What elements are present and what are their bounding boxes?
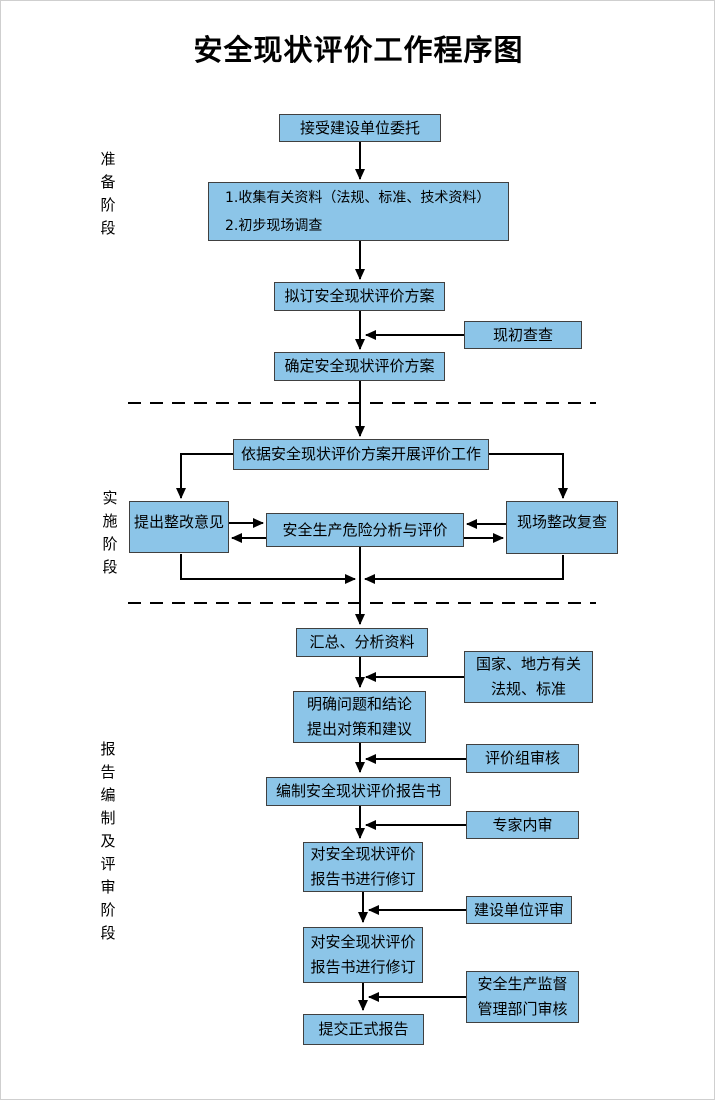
node-revise-report-2: 对安全现状评价 报告书进行修订 (303, 927, 423, 983)
arrow-carryout-to-recheck (489, 453, 568, 499)
page-title: 安全现状评价工作程序图 (193, 33, 524, 67)
node-accept-commission: 接受建设单位委托 (279, 114, 441, 142)
node-laws-standards: 国家、地方有关 法规、标准 (464, 651, 593, 703)
phase-label-preparation: 准 备 阶 段 (100, 150, 116, 237)
node-authority-review: 安全生产监督 管理部门审核 (466, 971, 579, 1023)
node-collect-materials: 1.收集有关资料（法规、标准、技术资料） 2.初步现场调查 (208, 182, 509, 241)
phase-divider-lines (128, 402, 596, 604)
node-site-rectification-recheck: 现场整改复查 (506, 501, 618, 554)
node-client-review: 建设单位评审 (466, 896, 572, 924)
node-clarify-conclusions: 明确问题和结论 提出对策和建议 (293, 691, 426, 743)
node-compile-report: 编制安全现状评价报告书 (266, 777, 451, 806)
node-confirm-plan: 确定安全现状评价方案 (274, 352, 445, 381)
node-submit-final-report: 提交正式报告 (303, 1014, 424, 1045)
node-hazard-analysis: 安全生产危险分析与评价 (266, 513, 464, 547)
node-revise-report-1: 对安全现状评价 报告书进行修订 (303, 842, 423, 892)
arrow-carryout-to-propose (176, 453, 233, 499)
node-carry-out-evaluation: 依据安全现状评价方案开展评价工作 (233, 439, 489, 470)
node-initial-site-check: 现初查查 (464, 321, 582, 349)
node-summarize-materials: 汇总、分析资料 (296, 628, 428, 657)
node-expert-internal-review: 专家内审 (466, 811, 579, 839)
node-propose-rectification: 提出整改意见 (129, 501, 229, 553)
phase-label-implementation: 实 施 阶 段 (102, 489, 118, 576)
arrow-propose-to-junction (180, 554, 356, 584)
phase-label-report-review: 报 告 编 制 及 评 审 阶 段 (100, 740, 116, 942)
arrow-recheck-to-junction (364, 555, 564, 584)
node-evaluation-group-review: 评价组审核 (466, 744, 579, 773)
node-draft-plan: 拟订安全现状评价方案 (274, 282, 445, 311)
arrows (176, 141, 568, 1011)
